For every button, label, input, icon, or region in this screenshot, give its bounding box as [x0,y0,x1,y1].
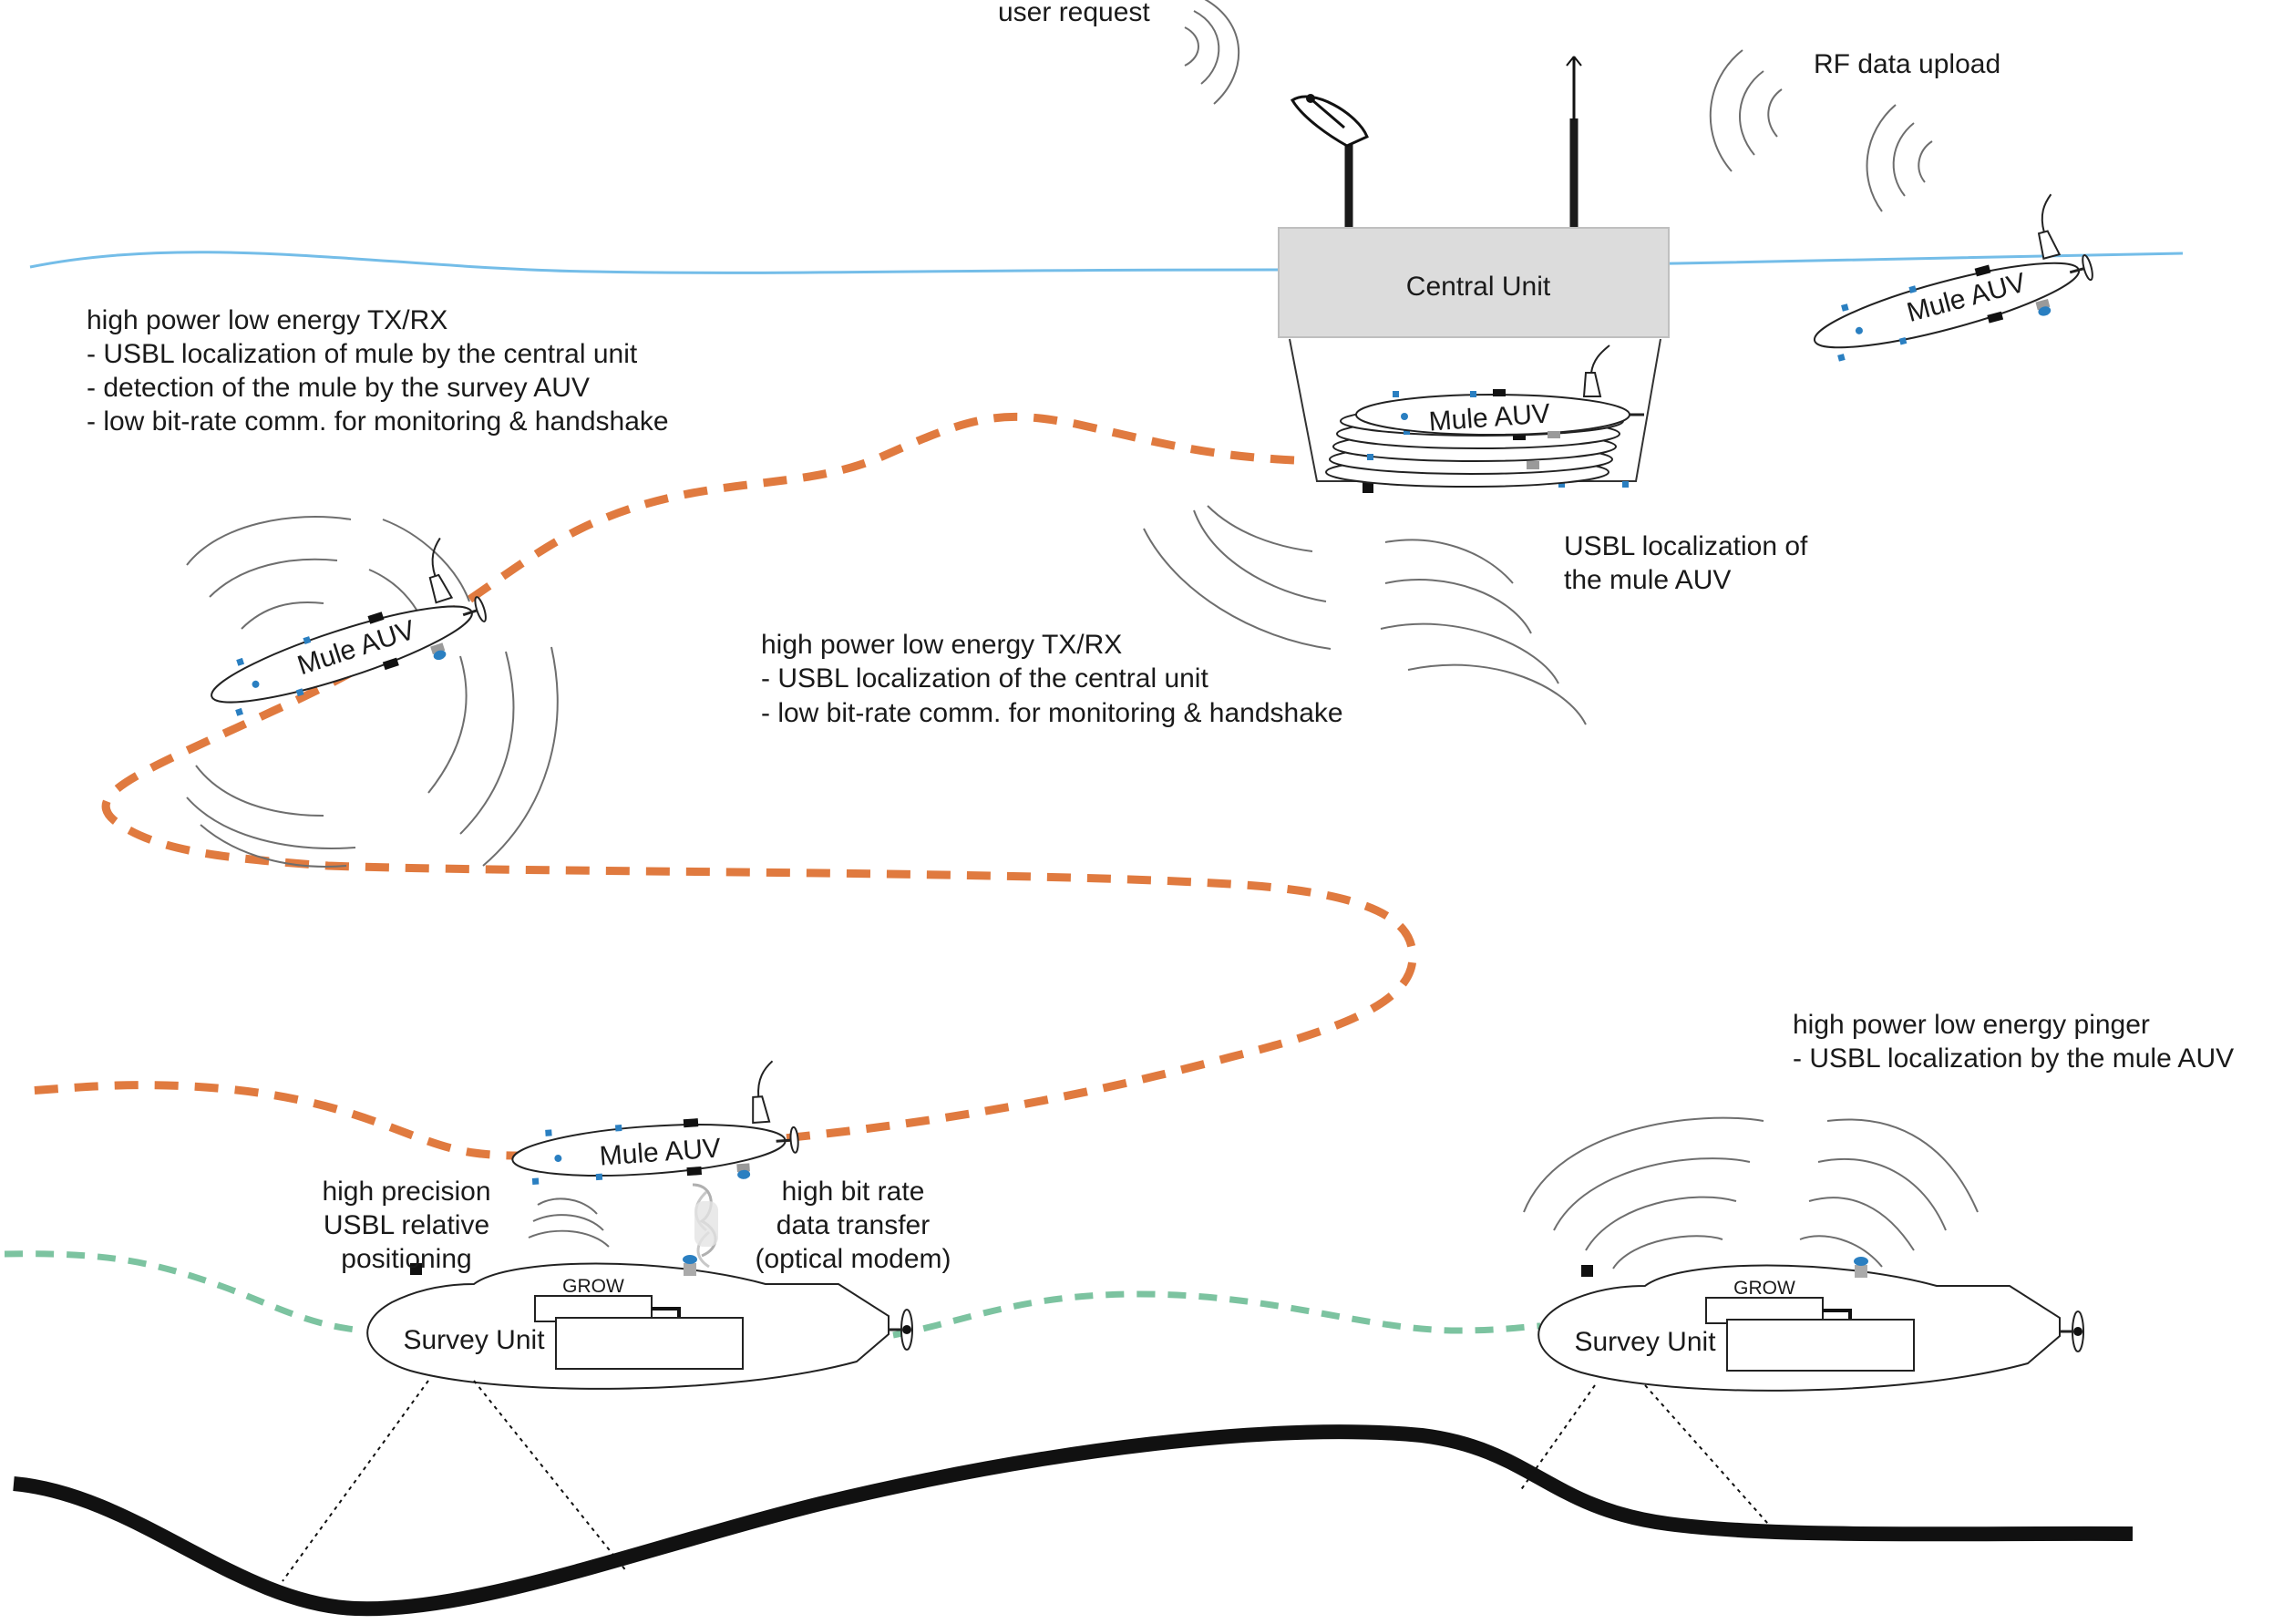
precision-note: high precision USBL relative positioning [322,1177,490,1274]
survey-unit-left [365,1253,915,1391]
grow-label-right: GROW [1733,1278,1795,1299]
rf-upload-label: RF data upload [1814,49,2000,79]
usbl-central-note: USBL localization of the mule AUV [1564,531,1808,595]
txrx-top-line-4: - low bit-rate comm. for monitoring & ha… [87,406,669,437]
hangar-sensor [1363,481,1373,493]
pinger-note: high power low energy pinger - USBL loca… [1793,1010,2234,1074]
txrx-top-note: high power low energy TX/RX - USBL local… [87,305,669,437]
rf-upload-waves-top [1709,49,1783,172]
hangar-sensor [1622,481,1629,488]
rf-antenna-icon [1566,56,1582,120]
survey-path-left [4,1250,365,1334]
txrx-mid-note: high power low energy TX/RX - USBL local… [761,630,1343,728]
user-request-waves [1184,0,1240,105]
precision-line-2: USBL relative [324,1210,489,1240]
central-acoustic-waves [1143,505,1587,725]
txrx-top-line-3: - detection of the mule by the survey AU… [87,373,590,403]
satellite-dish-icon [1290,94,1369,148]
grow-label-left: GROW [562,1276,624,1297]
txrx-mid-line-2: - USBL localization of the central unit [761,663,1208,694]
sensor-cone-left [282,1380,628,1582]
central-unit-label: Central Unit [1406,272,1551,302]
txrx-mid-line-1: high power low energy TX/RX [761,630,1122,660]
mule-auv-midwater [185,530,497,732]
user-request-label: user request [998,0,1150,27]
txrx-top-line-1: high power low energy TX/RX [87,305,447,335]
sea-surface-line [29,251,2184,274]
sensor-cone-right [1519,1384,1769,1525]
seabed-line [13,1424,2134,1617]
pinger-line-1: high power low energy pinger [1793,1010,2150,1040]
optical-line-3: (optical modem) [755,1244,951,1274]
usbl-link-waves [528,1197,610,1248]
precision-line-3: positioning [341,1244,471,1274]
docked-mule-stack [1325,344,1644,488]
pinger-waves [1523,1116,1979,1269]
survey-path-middle [892,1290,1541,1339]
rf-upload-waves-right [1866,104,1933,212]
survey-unit-right-label: Survey Unit [1574,1327,1716,1357]
optical-link-beam [692,1183,718,1269]
usbl-central-line-1: USBL localization of [1564,531,1808,561]
mule-transit-path [26,412,1417,1160]
pinger-line-2: - USBL localization by the mule AUV [1793,1043,2234,1074]
optical-line-1: high bit rate [782,1177,925,1207]
hangar-sensor [1558,481,1565,488]
survey-unit-left-label: Survey Unit [403,1325,545,1355]
mule-acoustic-waves [186,516,559,868]
usbl-central-line-2: the mule AUV [1564,565,1731,595]
mule-auv-docking [505,1058,802,1197]
central-unit-box [1278,227,1670,338]
mule-auv-surface [1792,188,2103,376]
txrx-mid-line-3: - low bit-rate comm. for monitoring & ha… [761,698,1343,728]
txrx-top-line-2: - USBL localization of mule by the centr… [87,339,638,369]
optical-line-2: data transfer [776,1210,930,1240]
survey-unit-right [1537,1255,2085,1393]
optical-note: high bit rate data transfer (optical mod… [755,1177,951,1274]
precision-line-1: high precision [322,1177,490,1207]
